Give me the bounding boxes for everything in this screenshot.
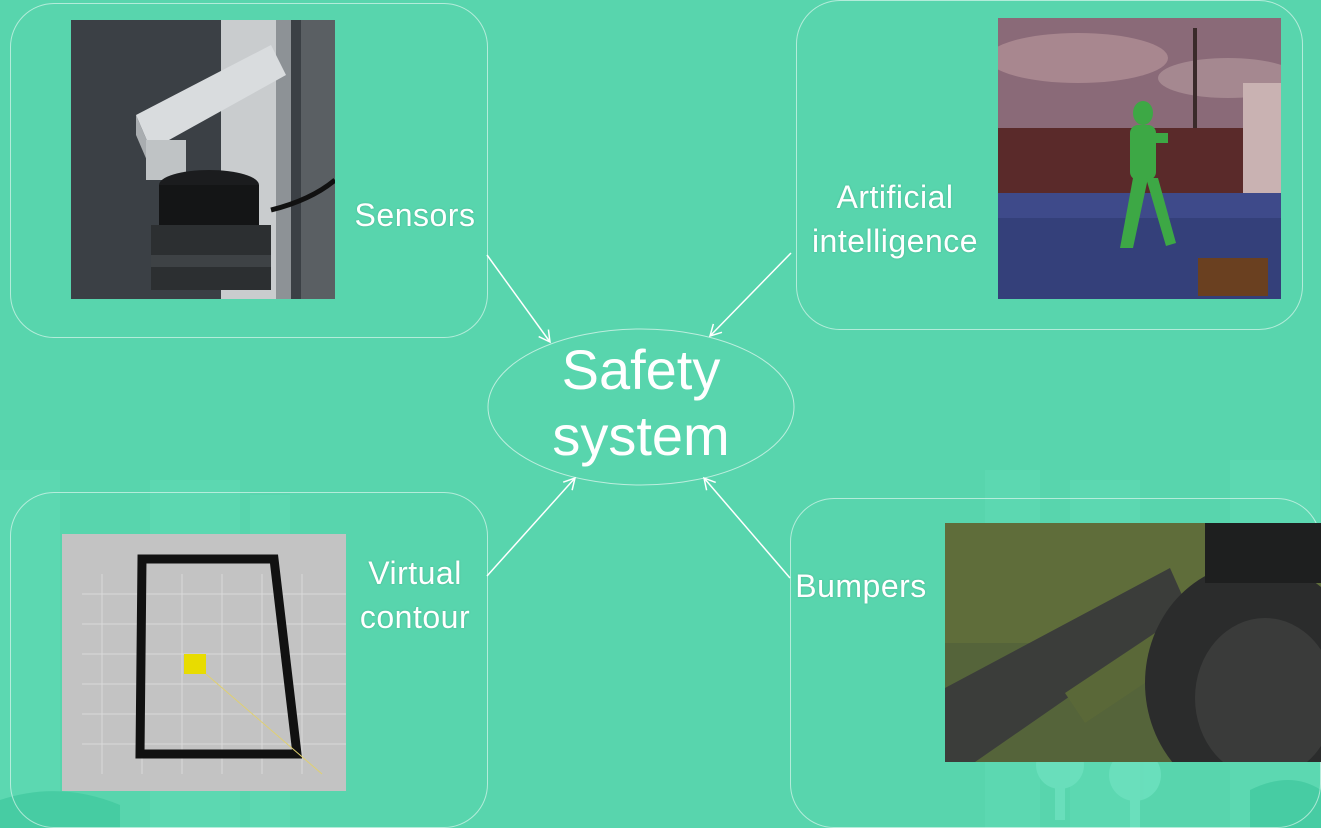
ai-card xyxy=(796,0,1303,330)
contour-label-line1: Virtual xyxy=(368,555,462,591)
ai-label: Artificial intelligence xyxy=(795,175,995,263)
ai-label-line2: intelligence xyxy=(811,223,979,259)
bumpers-photo xyxy=(945,523,1321,762)
virtual-contour-map xyxy=(62,534,346,791)
center-line2: system xyxy=(552,404,730,467)
contour-label-line2: contour xyxy=(359,599,471,635)
center-line1: Safety xyxy=(561,338,721,401)
contour-label: Virtual contour xyxy=(340,551,490,639)
ai-label-line1: Artificial xyxy=(836,179,954,215)
sensor-photo xyxy=(71,20,335,299)
sensors-card xyxy=(10,3,488,338)
bumpers-label: Bumpers xyxy=(795,568,927,604)
sensors-label: Sensors xyxy=(354,197,476,233)
safety-system-title: Safety system xyxy=(490,337,792,469)
ai-segmentation-photo xyxy=(998,18,1281,299)
